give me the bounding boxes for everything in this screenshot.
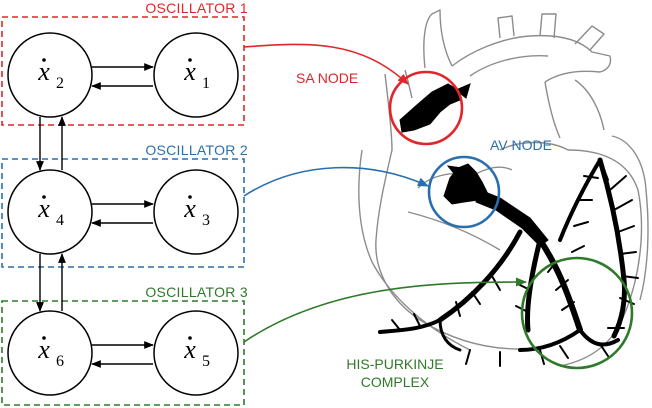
- node-x6-sub: 6: [56, 353, 64, 370]
- node-x2-sub: 2: [56, 75, 64, 92]
- oscillator-2-label: OSCILLATOR 2: [145, 142, 248, 158]
- node-x2: x 2: [7, 32, 93, 118]
- oscillator-1-box: [1, 16, 245, 126]
- av-node-circle: [427, 155, 501, 229]
- his-purkinje-label-line2: COMPLEX: [361, 374, 430, 390]
- oscillator-1: OSCILLATOR 1: [1, 0, 248, 126]
- sa-node-label: SA NODE: [296, 70, 358, 86]
- av-node-label: AV NODE: [490, 137, 552, 153]
- oscillator-2: OSCILLATOR 2: [1, 142, 248, 268]
- oscillator-3-box: [1, 300, 245, 406]
- mapping-arrow-sa: [243, 43, 409, 85]
- oscillator-3-label: OSCILLATOR 3: [145, 284, 248, 300]
- node-x4-sub: 4: [56, 212, 64, 229]
- node-x4-var: x: [37, 194, 50, 223]
- svg-text:x: x: [37, 57, 50, 86]
- node-x3-var: x: [183, 194, 196, 223]
- node-x6: x 6: [7, 310, 93, 396]
- his-purkinje-label-line1: HIS-PURKINJE: [346, 356, 443, 372]
- mapping-arrow-av: [243, 166, 430, 197]
- node-x5-var: x: [183, 335, 196, 364]
- svg-text:x: x: [183, 194, 196, 223]
- node-x2-var: x: [37, 57, 50, 86]
- conduction-system: [378, 83, 639, 367]
- oscillator-3: OSCILLATOR 3: [1, 284, 248, 406]
- mapping-arrow-his: [243, 277, 528, 343]
- node-x5: x 5: [153, 310, 239, 396]
- svg-text:x: x: [183, 335, 196, 364]
- his-purkinje-circle: [520, 256, 634, 370]
- node-x1: x 1: [153, 32, 239, 118]
- svg-text:x: x: [37, 335, 50, 364]
- node-x6-var: x: [37, 335, 50, 364]
- node-x1-sub: 1: [202, 75, 210, 92]
- coupling-arrows: [36, 63, 154, 368]
- svg-text:x: x: [183, 57, 196, 86]
- node-x1-var: x: [183, 57, 196, 86]
- oscillator-1-label: OSCILLATOR 1: [145, 0, 248, 16]
- svg-text:x: x: [37, 194, 50, 223]
- node-x3-sub: 3: [202, 212, 210, 229]
- sa-node-circle: [388, 70, 464, 146]
- node-x4: x 4: [7, 169, 93, 255]
- oscillator-2-box: [1, 158, 245, 268]
- heart-outline: [358, 9, 649, 367]
- sa-node-shape: [399, 83, 461, 133]
- node-x5-sub: 5: [202, 353, 210, 370]
- node-x3: x 3: [153, 169, 239, 255]
